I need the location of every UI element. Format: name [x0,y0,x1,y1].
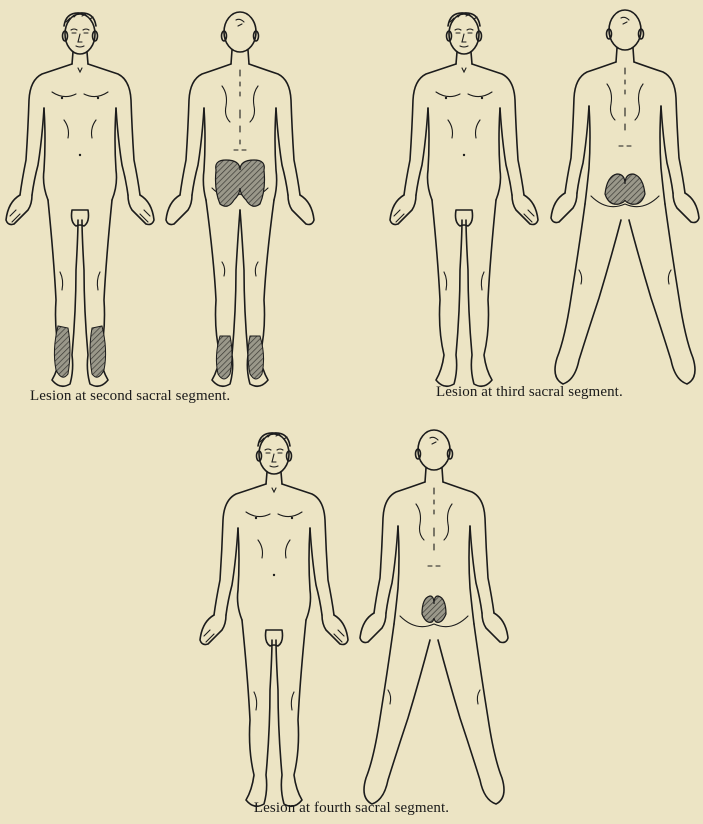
back-figure-third-sacral [548,8,702,388]
front-figure-third-sacral [388,10,540,390]
foot-lesion-right [248,336,264,379]
back-figure-fourth-sacral [358,428,510,808]
front-figure-fourth-sacral [198,430,350,810]
foot-lesion-left [216,336,232,379]
back-figure-second-sacral [164,10,316,390]
caption-second-sacral: Lesion at second sacral segment. [30,388,230,405]
sacral-lesion-area [422,596,446,622]
foot-lesion-left [54,326,70,377]
caption-fourth-sacral: Lesion at fourth sacral segment. [0,800,703,817]
sacral-lesion-area [605,174,645,204]
sacral-lesion-area [216,160,265,206]
front-figure-second-sacral [4,10,156,390]
foot-lesion-right [90,326,106,377]
caption-third-sacral: Lesion at third sacral segment. [436,384,623,401]
